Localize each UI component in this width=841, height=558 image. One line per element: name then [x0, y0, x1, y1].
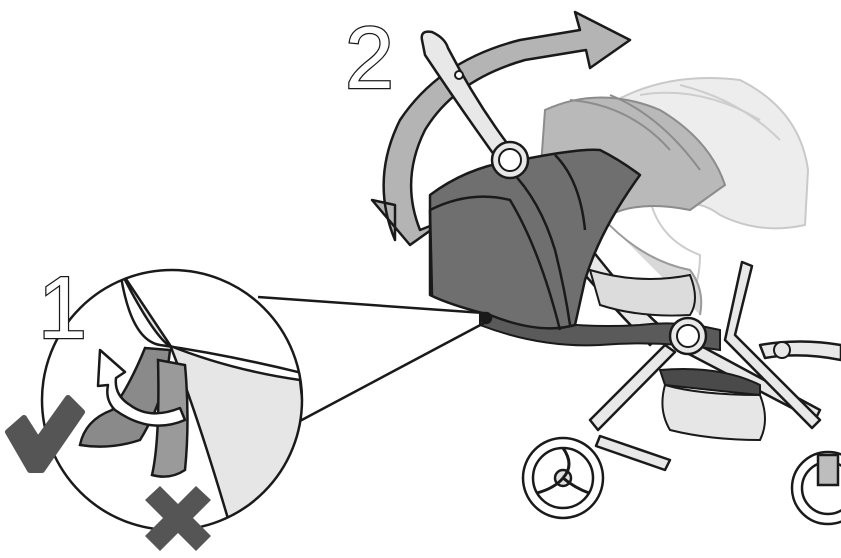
front-wheel: [792, 452, 841, 524]
rear-wheel: [523, 438, 603, 518]
hinge-upper: [492, 142, 528, 178]
step-number-2: 2: [345, 8, 394, 107]
bumper-clip: [774, 342, 790, 358]
step-number-1: 1: [38, 258, 87, 357]
hinge-lower: [670, 318, 706, 354]
handle-rivet: [455, 71, 463, 79]
